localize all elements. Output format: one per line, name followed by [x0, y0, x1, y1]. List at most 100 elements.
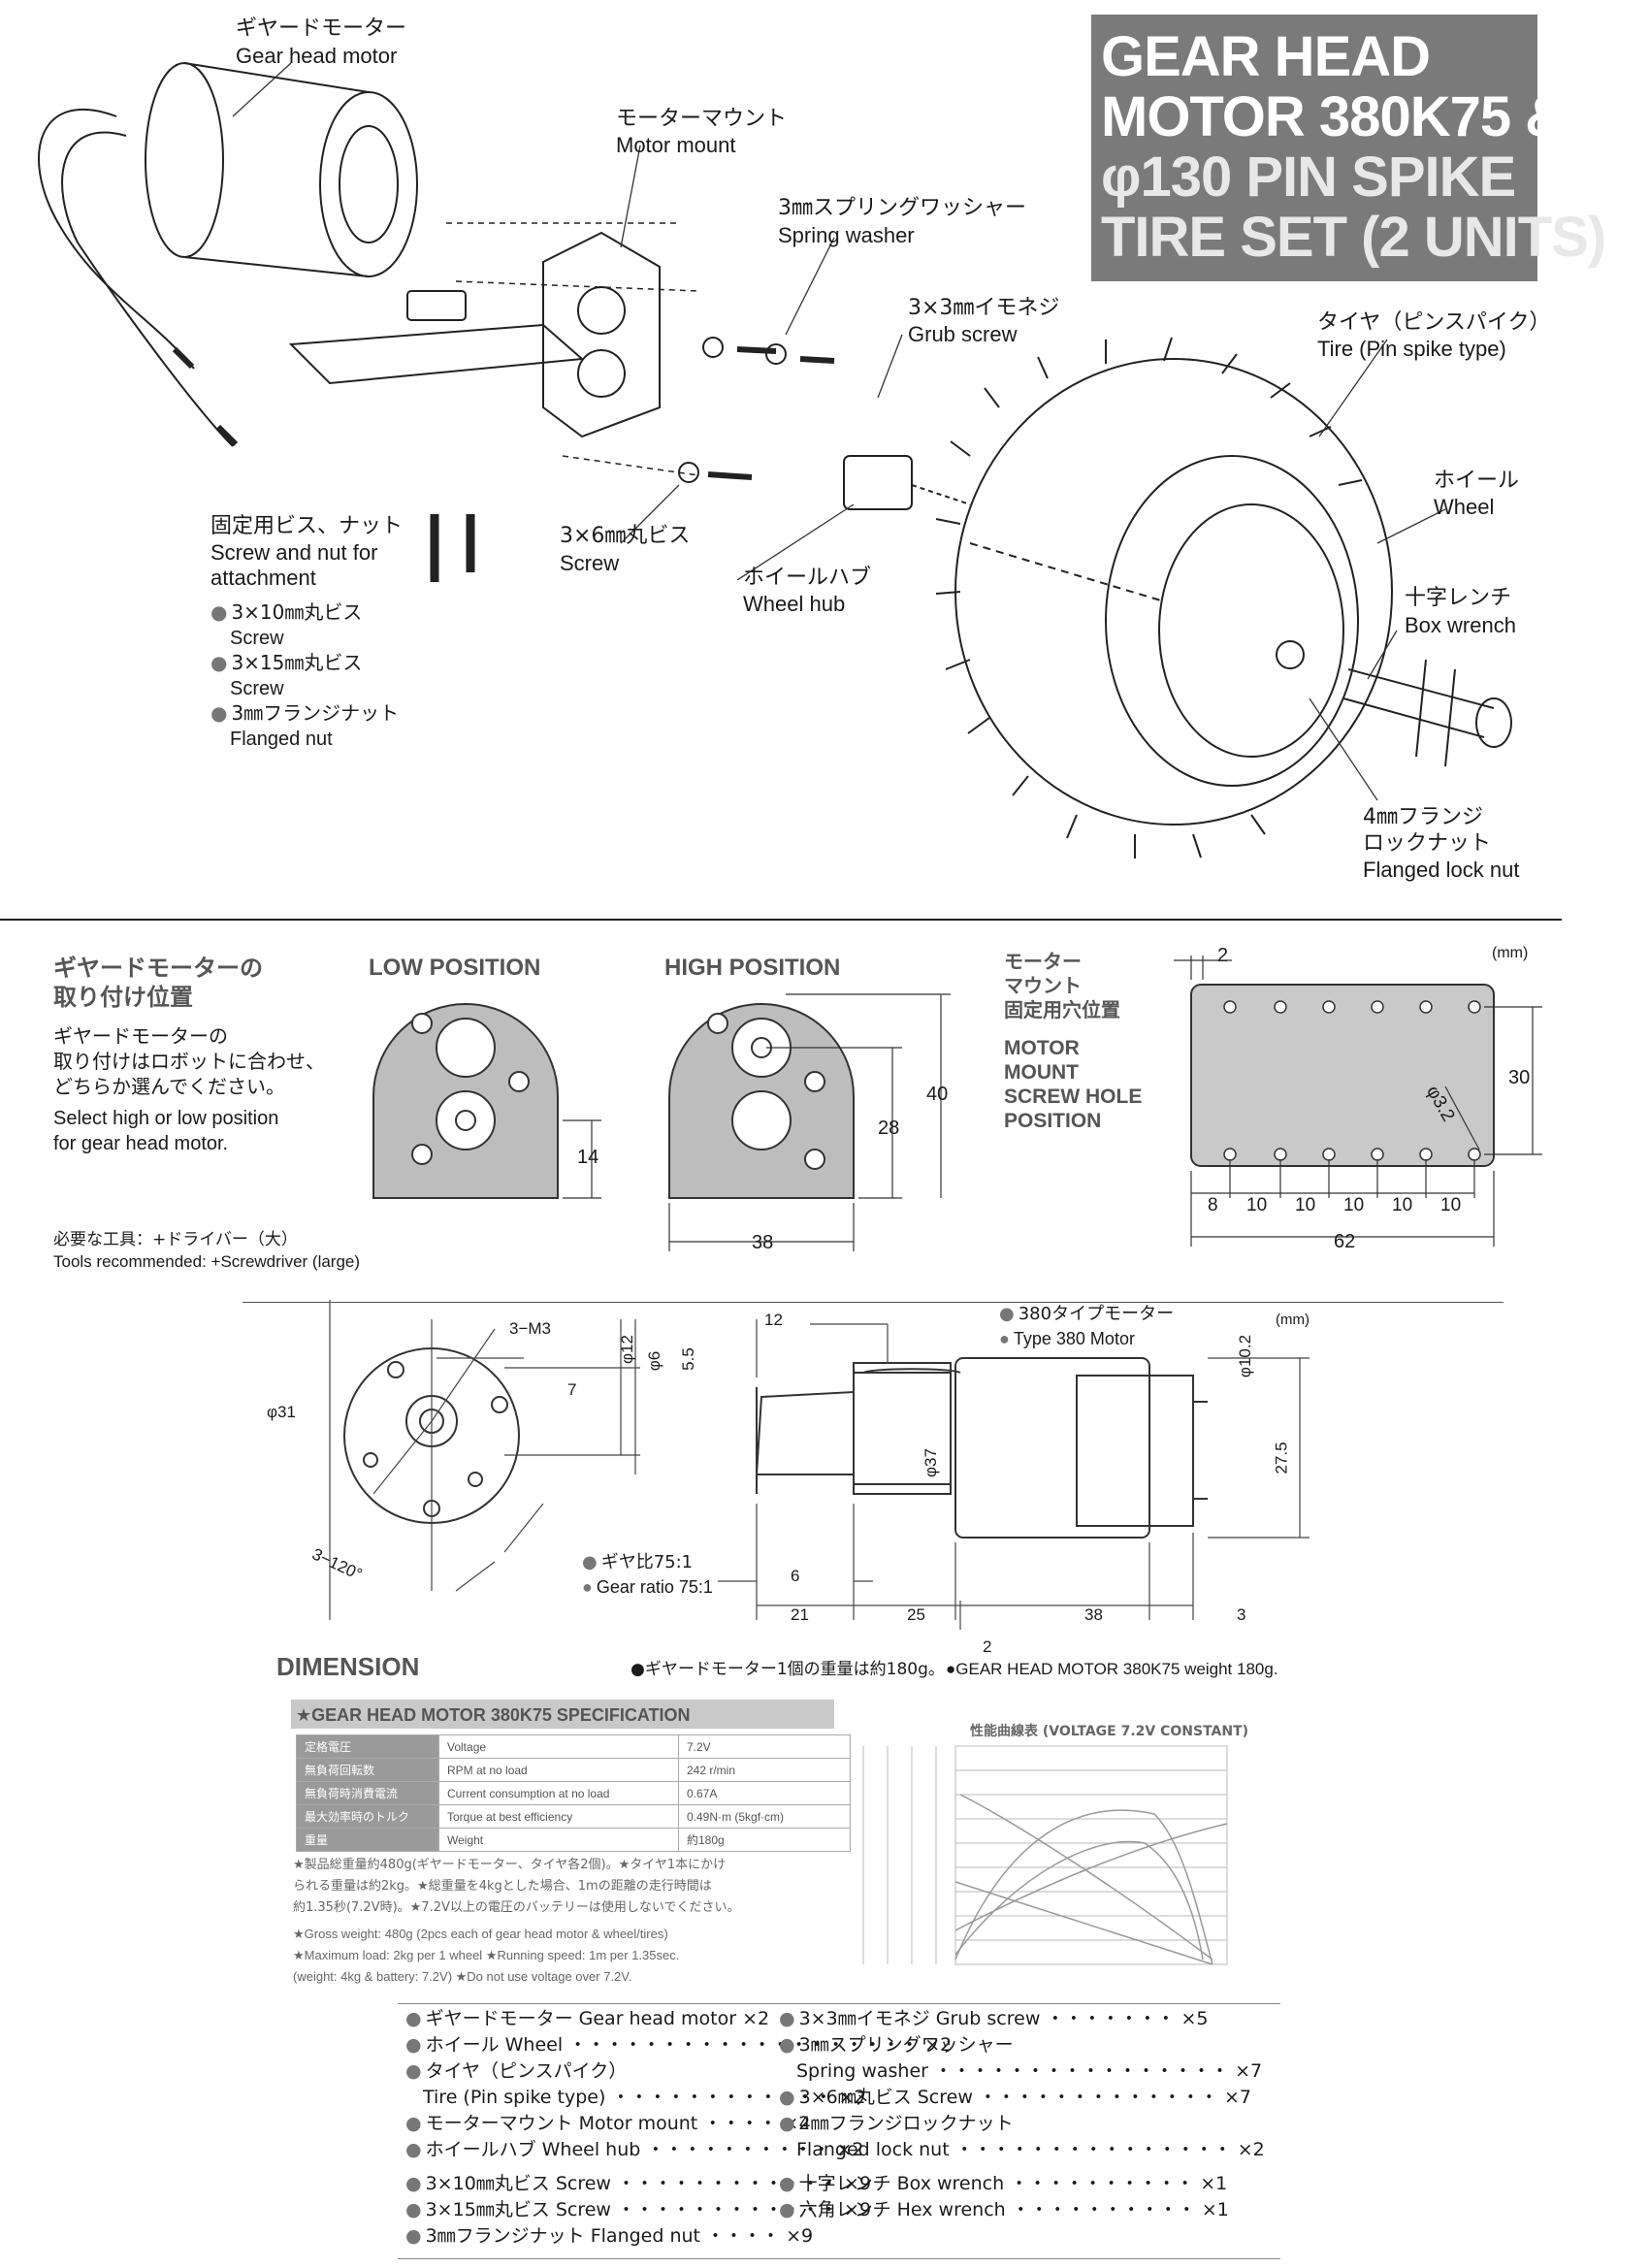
dim-12: 12 — [764, 1311, 783, 1329]
label-wheel-hub-jp: ホイールハブ — [743, 566, 872, 590]
spec-heading: ★GEAR HEAD MOTOR 380K75 SPECIFICATION — [296, 1705, 691, 1725]
label-motor-mount-en: Motor mount — [616, 133, 736, 157]
label-wheel-en: Wheel — [1434, 495, 1495, 519]
parts-item: 六角レンチ Hex wrench ・・・・・・・・・・ ×1 — [779, 2197, 1265, 2223]
parts-list-left: ギヤードモーター Gear head motor ×2 ホイール Wheel ・… — [405, 2006, 952, 2250]
parts-item-label: 3×15㎜丸ビス Screw ・・・・・・・・・・・・ — [425, 2199, 838, 2220]
mount-title-en-2: MOUNT — [1004, 1061, 1079, 1084]
dim-6: 6 — [791, 1567, 800, 1585]
position-desc-jp-3: どちらか選んでください。 — [53, 1075, 285, 1098]
parts-item: 3×6㎜丸ビス Screw ・・・・・・・・・・・・・ ×7 — [779, 2085, 1265, 2111]
dim-d37: φ37 — [921, 1448, 940, 1477]
label-attach-en1: Screw and nut for — [210, 540, 378, 565]
weight-en: ●GEAR HEAD MOTOR 380K75 weight 180g. — [946, 1660, 1278, 1678]
parts-item-qty: ×9 — [844, 2199, 872, 2220]
parts-item-label: Flanged lock nut ・・・・・・・・・・・・・・・ — [796, 2139, 1232, 2160]
mount-title-jp-1: モーター — [1004, 950, 1082, 973]
dim-40: 40 — [926, 1084, 949, 1105]
label-motor-mount-jp: モーターマウント — [616, 107, 788, 131]
parts-item-qty: ×2 — [742, 2008, 770, 2029]
label-wheel-hub-en: Wheel hub — [743, 592, 846, 616]
label-wheel-jp: ホイール — [1434, 469, 1520, 493]
label-screw-3x6-en: Screw — [560, 551, 620, 575]
tools-en: Tools recommended: +Screwdriver (large) — [53, 1252, 361, 1271]
spec-note-jp-3: 約1.35秒(7.2V時)。★7.2V以上の電圧のバッテリーは使用しないでくださ… — [293, 1900, 740, 1915]
mount-dim-bottom-1: 10 — [1246, 1195, 1268, 1215]
spec-cell-jp: 定格電圧 — [296, 1734, 439, 1759]
label-screw-3x6-jp: 3×6㎜丸ビス — [560, 524, 691, 548]
parts-item-label: ギヤードモーター Gear head motor — [425, 2008, 737, 2029]
spec-note-jp-2: られる重量は約2kg。★総重量を4kgとした場合、1mの距離の走行時間は — [293, 1879, 712, 1894]
parts-item-label: 3×6㎜丸ビス Screw ・・・・・・・・・・・・・ — [798, 2087, 1218, 2108]
spec-cell-en: Torque at best efficiency — [438, 1804, 679, 1829]
position-drawings — [372, 993, 951, 1251]
parts-item-qty: ×7 — [1235, 2060, 1263, 2082]
dim-3-m3: 3−M3 — [509, 1319, 551, 1338]
dim-14: 14 — [577, 1147, 599, 1168]
dim-2: 2 — [983, 1637, 992, 1656]
parts-item-qty: ×9 — [844, 2173, 872, 2194]
mount-dim-bottom-2: 10 — [1295, 1195, 1316, 1215]
dimension-unit: (mm) — [1276, 1312, 1310, 1328]
dim-38: 38 — [752, 1232, 774, 1253]
label-grub-screw-jp: 3×3㎜イモネジ — [908, 296, 1060, 320]
parts-item-label: ホイール Wheel ・・・・・・・・・・・・・・・・・・・ — [425, 2034, 920, 2056]
spec-cell-jp: 最大効率時のトルク — [296, 1804, 439, 1829]
assembly-drawing — [38, 62, 1512, 859]
parts-item: 3㎜スプリングワッシャー — [779, 2032, 1265, 2058]
label-tire-jp: タイヤ（ピンスパイク） — [1317, 310, 1551, 335]
parts-item-label: 十字レンチ Box wrench ・・・・・・・・・・ — [798, 2173, 1195, 2194]
spec-cell-en: Voltage — [438, 1734, 679, 1759]
parts-item-qty: ×1 — [1200, 2173, 1228, 2194]
spec-cell-value: 242 r/min — [678, 1758, 851, 1782]
parts-item: Tire (Pin spike type) ・・・・・・・・・・・・ ×2 — [405, 2085, 952, 2111]
spec-cell-jp: 重量 — [296, 1828, 439, 1852]
label-grub-screw-en: Grub screw — [908, 322, 1018, 346]
divider-1 — [0, 919, 1562, 921]
spec-cell-value: 0.49N·m (5kgf·cm) — [678, 1804, 851, 1829]
parts-item-qty: ×1 — [1201, 2199, 1229, 2220]
divider-2 — [242, 1302, 1504, 1303]
gear-ratio-en: Gear ratio 75:1 — [582, 1574, 713, 1600]
motor-type-jp: 380タイプモーター — [999, 1302, 1174, 1327]
parts-item-qty: ×2 — [783, 2113, 811, 2134]
parts-list-right: 3×3㎜イモネジ Grub screw ・・・・・・・ ×5 3㎜スプリングワッ… — [779, 2006, 1265, 2223]
parts-item: 十字レンチ Box wrench ・・・・・・・・・・ ×1 — [779, 2171, 1265, 2197]
spec-cell-value: 7.2V — [678, 1734, 851, 1759]
parts-item: ホイールハブ Wheel hub ・・・・・・・・・・ ×2 — [405, 2137, 952, 2163]
label-attach-jp: 固定用ビス、ナット — [210, 514, 404, 538]
mount-dim-2: 2 — [1217, 945, 1229, 966]
parts-item: Flanged lock nut ・・・・・・・・・・・・・・・ ×2 — [779, 2137, 1265, 2163]
parts-item-label: モーターマウント Motor mount ・・・・ — [425, 2113, 778, 2134]
mount-hole-drawing — [1174, 956, 1542, 1247]
parts-item-label: 4㎜フランジロックナット — [798, 2113, 1014, 2134]
parts-item-label: 3×3㎜イモネジ Grub screw ・・・・・・・ — [798, 2008, 1176, 2029]
parts-item-qty: ×5 — [1180, 2008, 1209, 2029]
mount-dim-bottom-5: 10 — [1440, 1195, 1462, 1215]
label-screw-3x15-jp: 3×15㎜丸ビス — [210, 650, 362, 675]
position-desc-en-2: for gear head motor. — [53, 1133, 229, 1154]
label-spring-washer-en: Spring washer — [778, 223, 915, 247]
parts-item: 3×3㎜イモネジ Grub screw ・・・・・・・ ×5 — [779, 2006, 1265, 2032]
parts-item: Spring washer ・・・・・・・・・・・・・・・・ ×7 — [779, 2058, 1265, 2085]
label-gear-head-motor-en: Gear head motor — [236, 44, 398, 68]
high-position-label: HIGH POSITION — [664, 955, 841, 981]
parts-item-label: 3×10㎜丸ビス Screw ・・・・・・・・・・・・ — [425, 2173, 838, 2194]
mount-dim-bottom-3: 10 — [1343, 1195, 1365, 1215]
parts-item: 3×15㎜丸ビス Screw ・・・・・・・・・・・・ ×9 — [405, 2197, 952, 2223]
dim-bottom-1: 25 — [907, 1605, 925, 1624]
dimension-drawing — [329, 1300, 1310, 1630]
title-line-1: GEAR HEAD — [1101, 25, 1431, 88]
position-desc-jp-2: 取り付けはロボットに合わせ、 — [53, 1050, 325, 1073]
motor-type-en: Type 380 Motor — [999, 1326, 1135, 1351]
position-desc-en-1: Select high or low position — [53, 1108, 279, 1129]
parts-item-label: 3㎜スプリングワッシャー — [798, 2034, 1014, 2056]
parts-item-label: Spring washer ・・・・・・・・・・・・・・・・ — [796, 2060, 1230, 2082]
spec-note-jp-1: ★製品総重量約480g(ギヤードモーター、タイヤ各2個)。★タイヤ1本にかけ — [293, 1858, 727, 1872]
gear-ratio-jp: ギヤ比75:1 — [582, 1550, 693, 1575]
label-flanged-lock-nut-jp1: 4㎜フランジ — [1363, 805, 1483, 829]
label-flanged-lock-nut-jp2: ロックナット — [1363, 831, 1492, 856]
